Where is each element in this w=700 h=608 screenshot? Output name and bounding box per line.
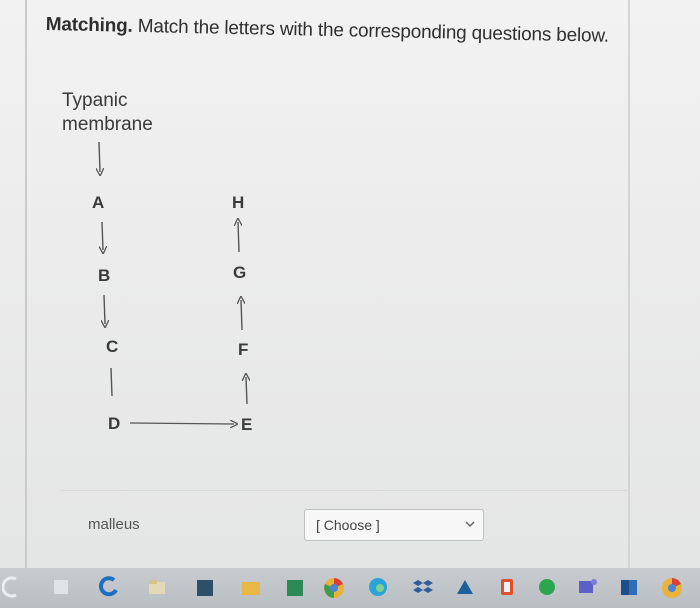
letter-h: H <box>232 193 244 212</box>
word-icon[interactable] <box>618 576 640 598</box>
row-divider <box>60 490 630 491</box>
mail-icon[interactable] <box>284 576 306 598</box>
letter-a: A <box>92 193 104 212</box>
typanic-label: Typanic <box>62 90 127 111</box>
store-icon[interactable] <box>194 576 216 598</box>
teams-icon[interactable] <box>576 576 598 598</box>
line-c-to-d <box>110 367 113 397</box>
letter-f: F <box>238 340 248 359</box>
ear-pathway-diagram: Typanic membrane A B C D E F G H <box>62 90 252 434</box>
arrow-g-to-h <box>238 222 239 253</box>
letter-d: D <box>108 414 120 433</box>
search-icon[interactable] <box>50 576 72 598</box>
arrow-membrane-to-a <box>99 141 100 172</box>
skype-icon[interactable] <box>536 576 558 598</box>
edge-icon[interactable] <box>367 576 389 598</box>
arrow-f-to-g <box>241 300 242 331</box>
left-border <box>25 0 27 568</box>
arrow-b-to-c <box>104 294 105 324</box>
membrane-label: membrane <box>62 114 153 135</box>
chrome-icon[interactable] <box>322 576 346 600</box>
arrow-e-to-f <box>246 377 247 405</box>
match-row: malleus [ Choose ] <box>60 492 630 558</box>
arrow-d-to-e <box>129 423 234 424</box>
file-explorer-icon[interactable] <box>146 576 168 598</box>
match-term: malleus <box>88 516 140 533</box>
letter-b: B <box>98 266 110 285</box>
letter-c: C <box>106 337 118 356</box>
chrome-canary-icon[interactable] <box>660 576 684 600</box>
select-value: [ Choose ] <box>316 517 380 533</box>
taskbar <box>0 568 700 608</box>
browser-icon[interactable] <box>98 576 120 598</box>
photos-icon[interactable] <box>454 576 476 598</box>
start-icon[interactable] <box>2 576 24 598</box>
dropbox-icon[interactable] <box>412 576 434 598</box>
right-border <box>628 0 630 568</box>
letter-g: G <box>233 263 246 282</box>
chevron-down-icon <box>465 521 475 528</box>
letter-e: E <box>241 415 252 434</box>
answer-select[interactable]: [ Choose ] <box>304 509 484 541</box>
quiz-page: Matching. Match the letters with the cor… <box>0 0 700 568</box>
office-icon[interactable] <box>496 576 518 598</box>
folder-icon[interactable] <box>240 576 262 598</box>
arrow-a-to-b <box>102 221 103 250</box>
